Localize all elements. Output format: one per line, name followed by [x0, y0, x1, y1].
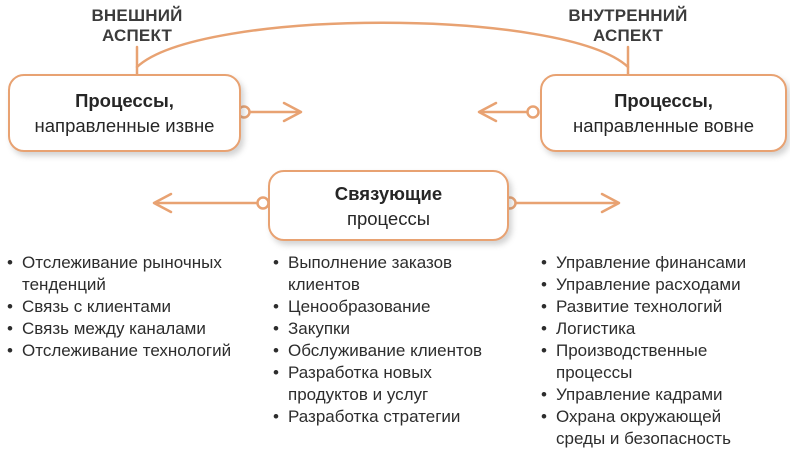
- box-subtitle: процессы: [346, 207, 431, 229]
- left-box-arrow-head: [282, 101, 303, 123]
- list-item: Ценообразование: [272, 296, 532, 318]
- list-item: Разработка стратегии: [272, 406, 532, 428]
- inward-directed-processes-box: Процессы, направленные вовне: [540, 74, 787, 152]
- outward-directed-processes-box: Процессы, направленные извне: [8, 74, 241, 152]
- list-item: Управление расходами: [540, 274, 790, 296]
- linking-processes-box: Связующие процессы: [268, 170, 509, 241]
- list-item: Связь между каналами: [6, 318, 266, 340]
- box-title: Процессы,: [614, 90, 713, 111]
- list-item: Охрана окружающей среды и безопасность: [540, 406, 790, 450]
- right-box-arrow-head: [477, 101, 498, 123]
- box-title: Процессы,: [75, 90, 174, 111]
- list-item: Логистика: [540, 318, 790, 340]
- internal-aspect-label: ВНУТРЕННИЙ АСПЕКТ: [568, 6, 688, 45]
- right-box-connector-dot: [526, 105, 540, 119]
- list-item: Связь с клиентами: [6, 296, 266, 318]
- list-item: Отслеживание технологий: [6, 340, 266, 362]
- external-processes-list: Отслеживание рыночных тенденцийСвязь с к…: [6, 252, 266, 362]
- list-item: Выполнение заказов клиентов: [272, 252, 532, 296]
- list-item: Отслеживание рыночных тенденций: [6, 252, 266, 296]
- linking-processes-list: Выполнение заказов клиентовЦенообразован…: [272, 252, 532, 428]
- center-box-left-connector-dot: [256, 196, 270, 210]
- list-item: Закупки: [272, 318, 532, 340]
- list-item: Разработка новых продуктов и услуг: [272, 362, 532, 406]
- center-box-right-arrow-head: [600, 192, 621, 214]
- box-subtitle: направленные вовне: [573, 115, 754, 136]
- box-title: Связующие: [334, 182, 443, 204]
- list-item: Управление кадрами: [540, 384, 790, 406]
- list-item: Развитие технологий: [540, 296, 790, 318]
- box-subtitle: направленные извне: [34, 115, 215, 136]
- list-item: Управление финансами: [540, 252, 790, 274]
- internal-processes-list: Управление финансамиУправление расходами…: [540, 252, 790, 450]
- list-item: Обслуживание клиентов: [272, 340, 532, 362]
- list-item: Производственные процессы: [540, 340, 790, 384]
- external-aspect-label: ВНЕШНИЙ АСПЕКТ: [91, 6, 183, 45]
- center-box-left-arrow-head: [152, 192, 173, 214]
